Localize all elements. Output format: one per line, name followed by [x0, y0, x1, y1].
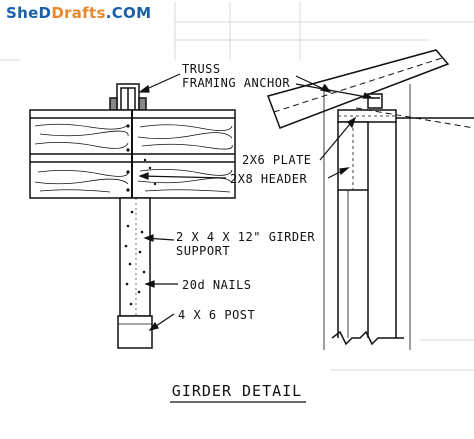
- drawing-caption: GIRDER DETAIL: [171, 382, 303, 400]
- label-girder-support-line2: SUPPORT: [176, 244, 231, 258]
- section-view: [267, 49, 474, 350]
- post: [117, 315, 153, 349]
- label-girder-support-line1: 2 X 4 X 12" GIRDER: [176, 230, 316, 244]
- leader-lines: [138, 73, 374, 331]
- label-truss: TRUSS: [182, 62, 221, 76]
- label-nails: 20d NAILS: [182, 278, 252, 292]
- label-framing-anchor: FRAMING ANCHOR: [182, 76, 291, 90]
- brand-logo: SheDDrafts.COM: [6, 4, 151, 22]
- brand-part-3: .COM: [105, 4, 152, 22]
- label-post: 4 X 6 POST: [178, 308, 256, 322]
- framing-anchor: [109, 83, 147, 111]
- brand-part-2: Drafts: [51, 4, 106, 22]
- label-plate: 2X6 PLATE: [242, 153, 312, 167]
- header-beam: [29, 109, 236, 199]
- girder-support: [119, 197, 151, 317]
- background-grid: [0, 2, 474, 371]
- label-header: 2X8 HEADER: [230, 172, 308, 186]
- brand-part-1: SheD: [6, 4, 52, 22]
